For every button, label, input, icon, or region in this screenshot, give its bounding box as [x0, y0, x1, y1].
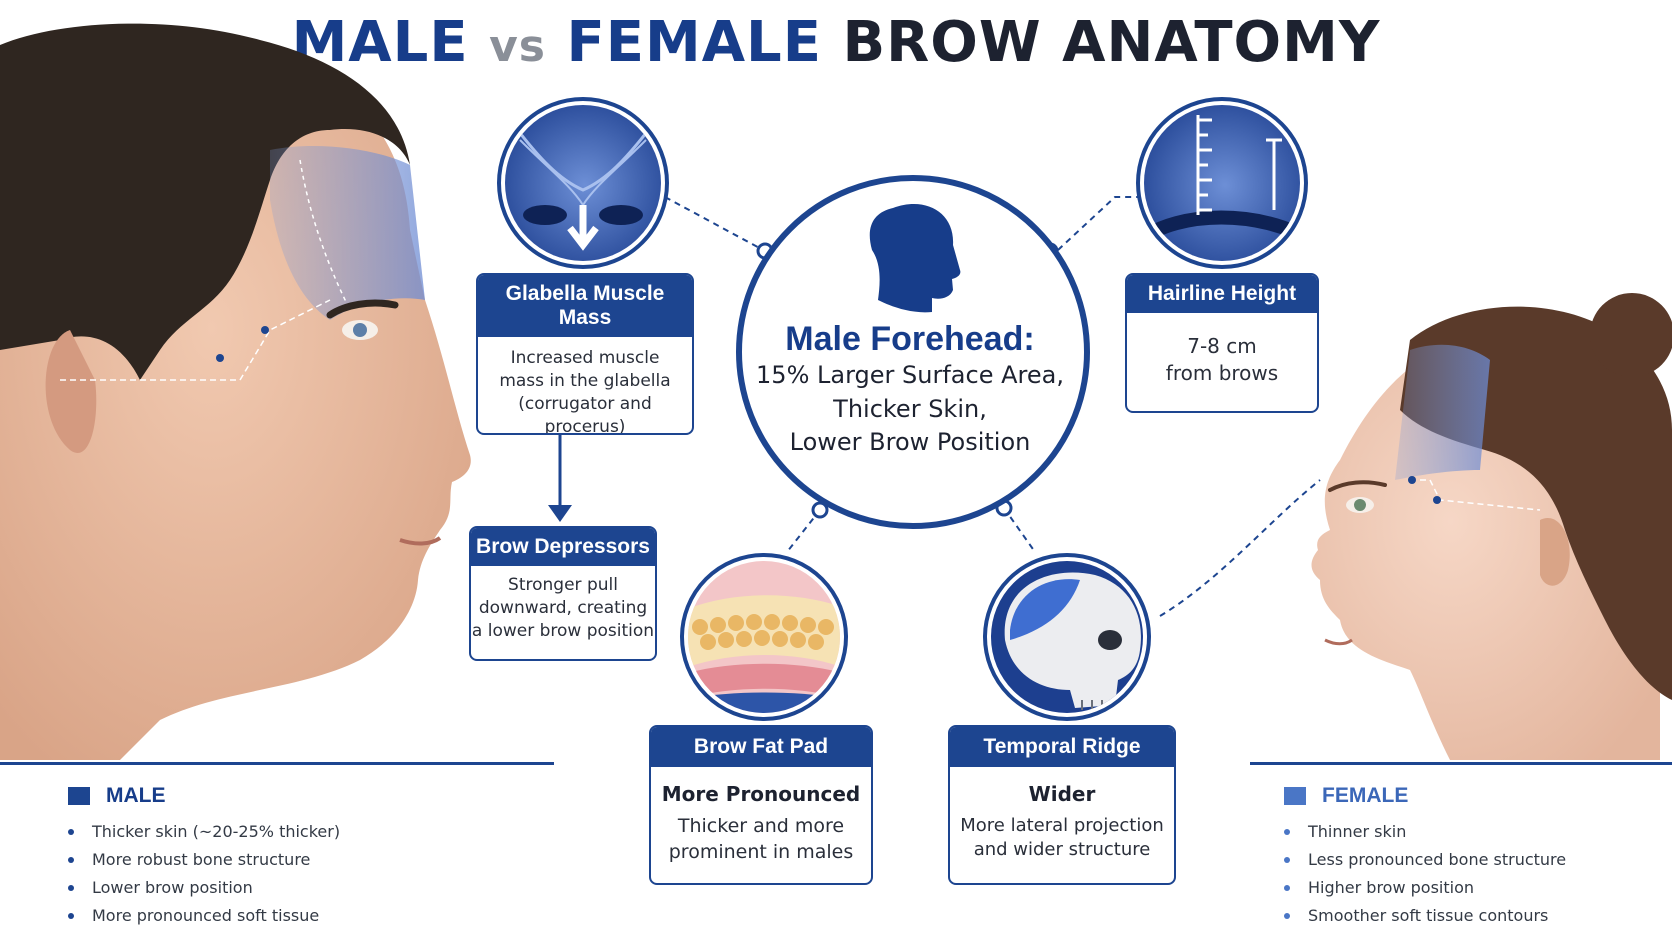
list-item: Thinner skin [1284, 822, 1566, 841]
depressors-desc-line: Stronger pull [508, 575, 618, 595]
female-legend: FEMALE Thinner skin Less pronounced bone… [1284, 784, 1566, 934]
list-item: Thicker skin (~20-25% thicker) [68, 822, 340, 841]
temporal-desc-line: and wider structure [973, 839, 1151, 861]
male-trait: Thicker skin (~20-25% thicker) [92, 822, 341, 841]
female-trait: Higher brow position [1308, 878, 1474, 897]
fat-pad-highlight: More Pronounced [661, 782, 861, 806]
list-item: Lower brow position [68, 878, 340, 897]
title-female: FEMALE [566, 10, 822, 75]
male-swatch [68, 787, 90, 805]
male-legend: MALE Thicker skin (~20-25% thicker) More… [68, 784, 340, 934]
brow-depressors-label: Brow Depressors Stronger pull downward, … [469, 526, 657, 661]
fat-pad-title: Brow Fat Pad [651, 727, 871, 767]
male-trait: More robust bone structure [92, 850, 311, 869]
fat-layer-icon [688, 561, 840, 713]
female-divider [1250, 762, 1672, 765]
glabella-label: Glabella Muscle Mass Increased muscle ma… [476, 273, 694, 435]
center-title: Male Forehead: [785, 320, 1035, 358]
female-swatch [1284, 787, 1306, 805]
glabella-desc-line: (corrugator and [518, 393, 652, 414]
list-item: More robust bone structure [68, 850, 340, 869]
temporal-ridge-label: Temporal Ridge Wider More lateral projec… [948, 725, 1176, 885]
list-item: Less pronounced bone structure [1284, 850, 1566, 869]
hairline-label-title: Hairline Height [1127, 275, 1317, 313]
depressors-desc-line: downward, creating [478, 597, 648, 618]
center-circle [736, 175, 1090, 529]
female-trait: Thinner skin [1308, 822, 1407, 841]
fat-pad-circle [680, 553, 848, 721]
page-title: MALE vs FEMALE BROW ANATOMY [0, 10, 1672, 75]
female-trait: Smoother soft tissue contours [1308, 906, 1549, 925]
female-trait: Less pronounced bone structure [1308, 850, 1567, 869]
list-item: More pronounced soft tissue [68, 906, 340, 925]
male-trait: Lower brow position [92, 878, 253, 897]
list-item: Higher brow position [1284, 878, 1566, 897]
center-summary: Male Forehead: 15% Larger Surface Area, … [740, 320, 1080, 460]
male-head-silhouette-icon [869, 204, 961, 313]
hairline-value: 7-8 cm [1187, 334, 1257, 358]
hairline-circle [1136, 97, 1308, 269]
connector-node [811, 501, 829, 519]
title-rest: BROW ANATOMY [842, 10, 1381, 75]
temporal-ridge-circle [983, 553, 1151, 721]
ruler-icon [1196, 115, 1282, 215]
list-item: Smoother soft tissue contours [1284, 906, 1566, 925]
glabella-desc-line: Increased muscle [510, 348, 660, 368]
fat-pad-label: Brow Fat Pad More Pronounced Thicker and… [649, 725, 873, 885]
temporal-ridge-title: Temporal Ridge [950, 727, 1174, 767]
male-trait: More pronounced soft tissue [92, 906, 320, 925]
flow-arrow-head-icon [548, 505, 572, 522]
title-vs: vs [489, 21, 546, 72]
brow-depressors-title: Brow Depressors [471, 528, 655, 566]
male-head-illustration [0, 23, 471, 760]
female-head-illustration [1311, 293, 1672, 760]
center-line: Thicker Skin, [833, 394, 987, 423]
center-line: 15% Larger Surface Area, [756, 361, 1064, 389]
center-line: Lower Brow Position [789, 428, 1031, 457]
male-divider [0, 762, 554, 765]
down-arrow-icon [567, 205, 599, 251]
glabella-desc-line: procerus) [544, 416, 626, 435]
glabella-circle [497, 97, 669, 269]
depressors-desc-line: a lower brow position [471, 620, 655, 641]
glabella-desc-line: mass in the glabella [499, 370, 671, 391]
hairline-desc-line: from brows [1165, 361, 1279, 385]
fat-pad-desc-line: prominent in males [668, 840, 854, 863]
temporal-ridge-highlight: Wider [1028, 782, 1096, 806]
skull-icon [991, 561, 1143, 713]
connector-lines [664, 196, 1321, 617]
female-legend-title: FEMALE [1322, 784, 1409, 807]
temporal-desc-line: More lateral projection [960, 815, 1164, 836]
hairline-label: Hairline Height 7-8 cm from brows [1125, 273, 1319, 413]
male-legend-title: MALE [106, 784, 166, 807]
fat-pad-desc-line: Thicker and more [677, 815, 845, 837]
glabella-label-title: Glabella Muscle Mass [478, 275, 692, 337]
